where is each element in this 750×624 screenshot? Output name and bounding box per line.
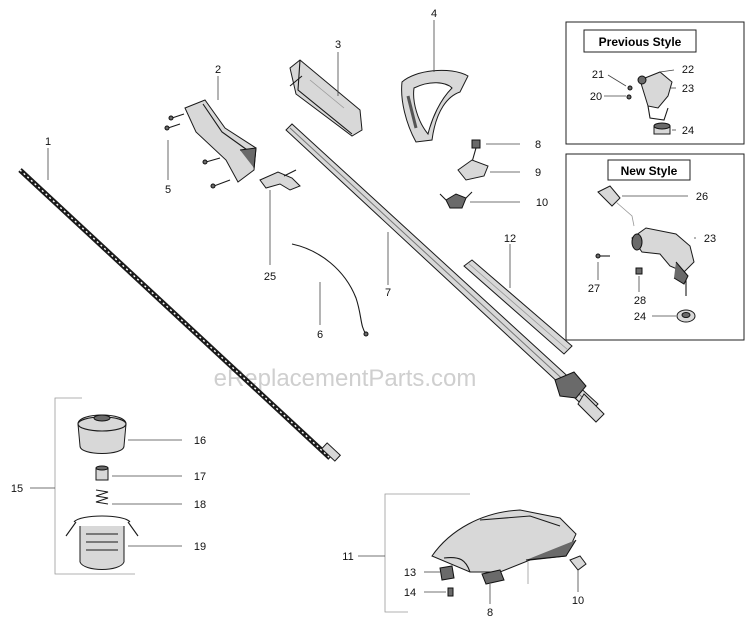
- part-number-label: 27: [588, 283, 600, 295]
- new-style-title: New Style: [621, 164, 678, 178]
- part-number-label: 15: [11, 483, 23, 495]
- shield-assembly: 11 13 14 8 10: [342, 493, 587, 619]
- previous-style-box: Previous Style 21 22 20 23 24: [565, 21, 745, 145]
- rear-handle-part-2: [184, 99, 257, 183]
- part-number-label: 11: [342, 551, 353, 563]
- trimmer-head-assembly: 15 16 17 18 19: [11, 397, 206, 575]
- clamp-part-9: [457, 159, 489, 181]
- screws-part-5: [164, 113, 231, 189]
- part-number-label: 22: [682, 64, 694, 76]
- loop-handle-part-4: [401, 69, 469, 143]
- part-number-label: 7: [385, 287, 391, 299]
- new-style-box: New Style 26 23 27 28 24: [565, 153, 745, 341]
- part-number-label: 6: [317, 329, 323, 341]
- part-number-label: 4: [431, 8, 437, 20]
- part-number-label: 1: [45, 136, 51, 148]
- throttle-cable-part-6: [291, 243, 367, 335]
- part-number-label: 12: [504, 233, 516, 245]
- part-number-label: 10: [572, 595, 584, 607]
- part-number-label: 19: [194, 541, 206, 553]
- part-number-label: 25: [264, 271, 276, 283]
- decal-strip-part-12: [463, 259, 573, 355]
- previous-style-title: Previous Style: [599, 35, 682, 49]
- part-number-label: 16: [194, 435, 206, 447]
- part-number-label: 10: [536, 197, 548, 209]
- part-number-label: 14: [404, 587, 416, 599]
- part-number-label: 28: [634, 295, 646, 307]
- part-number-label: 24: [682, 125, 694, 137]
- part-number-label: 13: [404, 567, 416, 579]
- part-number-label: 23: [704, 233, 716, 245]
- drive-shaft-part-1: [18, 168, 342, 462]
- part-number-label: 17: [194, 471, 206, 483]
- part-number-label: 21: [592, 69, 604, 81]
- part-number-label: 5: [165, 184, 171, 196]
- part-number-label: 23: [682, 83, 694, 95]
- part-number-label: 2: [215, 64, 221, 76]
- part-number-label: 9: [535, 167, 541, 179]
- part-number-label: 20: [590, 91, 602, 103]
- part-number-label: 26: [696, 191, 708, 203]
- part-number-label: 18: [194, 499, 206, 511]
- throttle-trigger-part-25: [259, 169, 301, 191]
- part-number-label: 8: [487, 607, 493, 619]
- part-number-label: 8: [535, 139, 541, 151]
- wing-nut-part-10: [439, 191, 473, 209]
- part-number-label: 3: [335, 39, 341, 51]
- part-number-label: 24: [634, 311, 646, 323]
- bolt-part-8: [471, 139, 481, 163]
- shaft-housing-tube-part-7: [285, 123, 605, 423]
- handle-bracket-part-3: [289, 59, 363, 137]
